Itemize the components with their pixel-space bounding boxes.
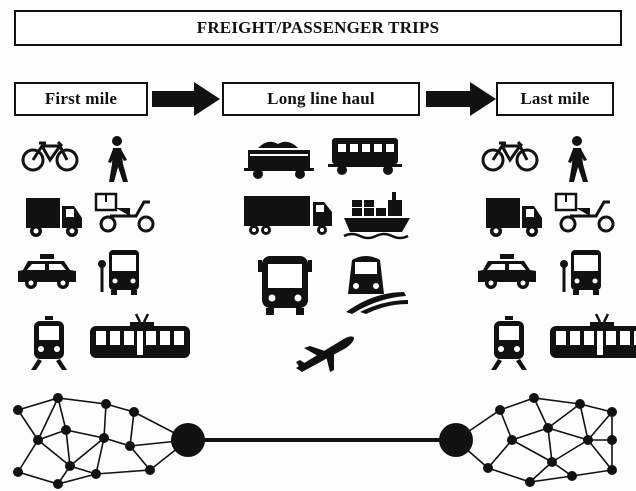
delivery-truck-icon (486, 198, 542, 237)
delivery-truck-icon (26, 198, 82, 237)
cargo-scooter-icon (94, 192, 155, 233)
cargo-scooter-icon (554, 192, 615, 233)
container-ship-icon (342, 190, 412, 240)
first-mile-icons (18, 136, 192, 370)
last-mile-label: Last mile (520, 89, 590, 108)
taxi-icon (18, 254, 76, 289)
right-hub-node (439, 423, 473, 457)
airplane-icon (296, 336, 354, 372)
tram-icon (88, 312, 192, 360)
bicycle-icon (481, 140, 539, 172)
left-network (13, 393, 189, 489)
metro-train-icon (31, 316, 67, 370)
bicycle-icon (21, 140, 79, 172)
freight-wagon-icon (244, 141, 314, 179)
taxi-icon (478, 254, 536, 289)
metro-train-icon (491, 316, 527, 370)
arrow-first-to-long-icon (152, 82, 220, 116)
bus-stop-icon (98, 250, 139, 295)
last-mile-icons (478, 136, 636, 370)
first-mile-label: First mile (44, 89, 118, 108)
diagram-title: FREIGHT/PASSENGER TRIPS (196, 18, 440, 37)
coach-bus-icon (258, 256, 312, 315)
high-speed-train-icon (346, 256, 408, 314)
bus-stop-icon (560, 250, 601, 295)
title-box: FREIGHT/PASSENGER TRIPS (14, 10, 622, 46)
right-network (455, 393, 617, 487)
pedestrian-icon (568, 136, 588, 182)
first-mile-box: First mile (14, 82, 148, 116)
passenger-railcar-icon (328, 138, 402, 175)
semi-truck-icon (244, 196, 332, 235)
left-hub-node (171, 423, 205, 457)
tram-icon (548, 312, 636, 360)
last-mile-box: Last mile (496, 82, 614, 116)
long-haul-box: Long line haul (222, 82, 420, 116)
long-haul-label: Long line haul (267, 89, 375, 108)
pedestrian-icon (108, 136, 128, 182)
arrow-long-to-last-icon (426, 82, 496, 116)
long-haul-icons (244, 138, 412, 372)
